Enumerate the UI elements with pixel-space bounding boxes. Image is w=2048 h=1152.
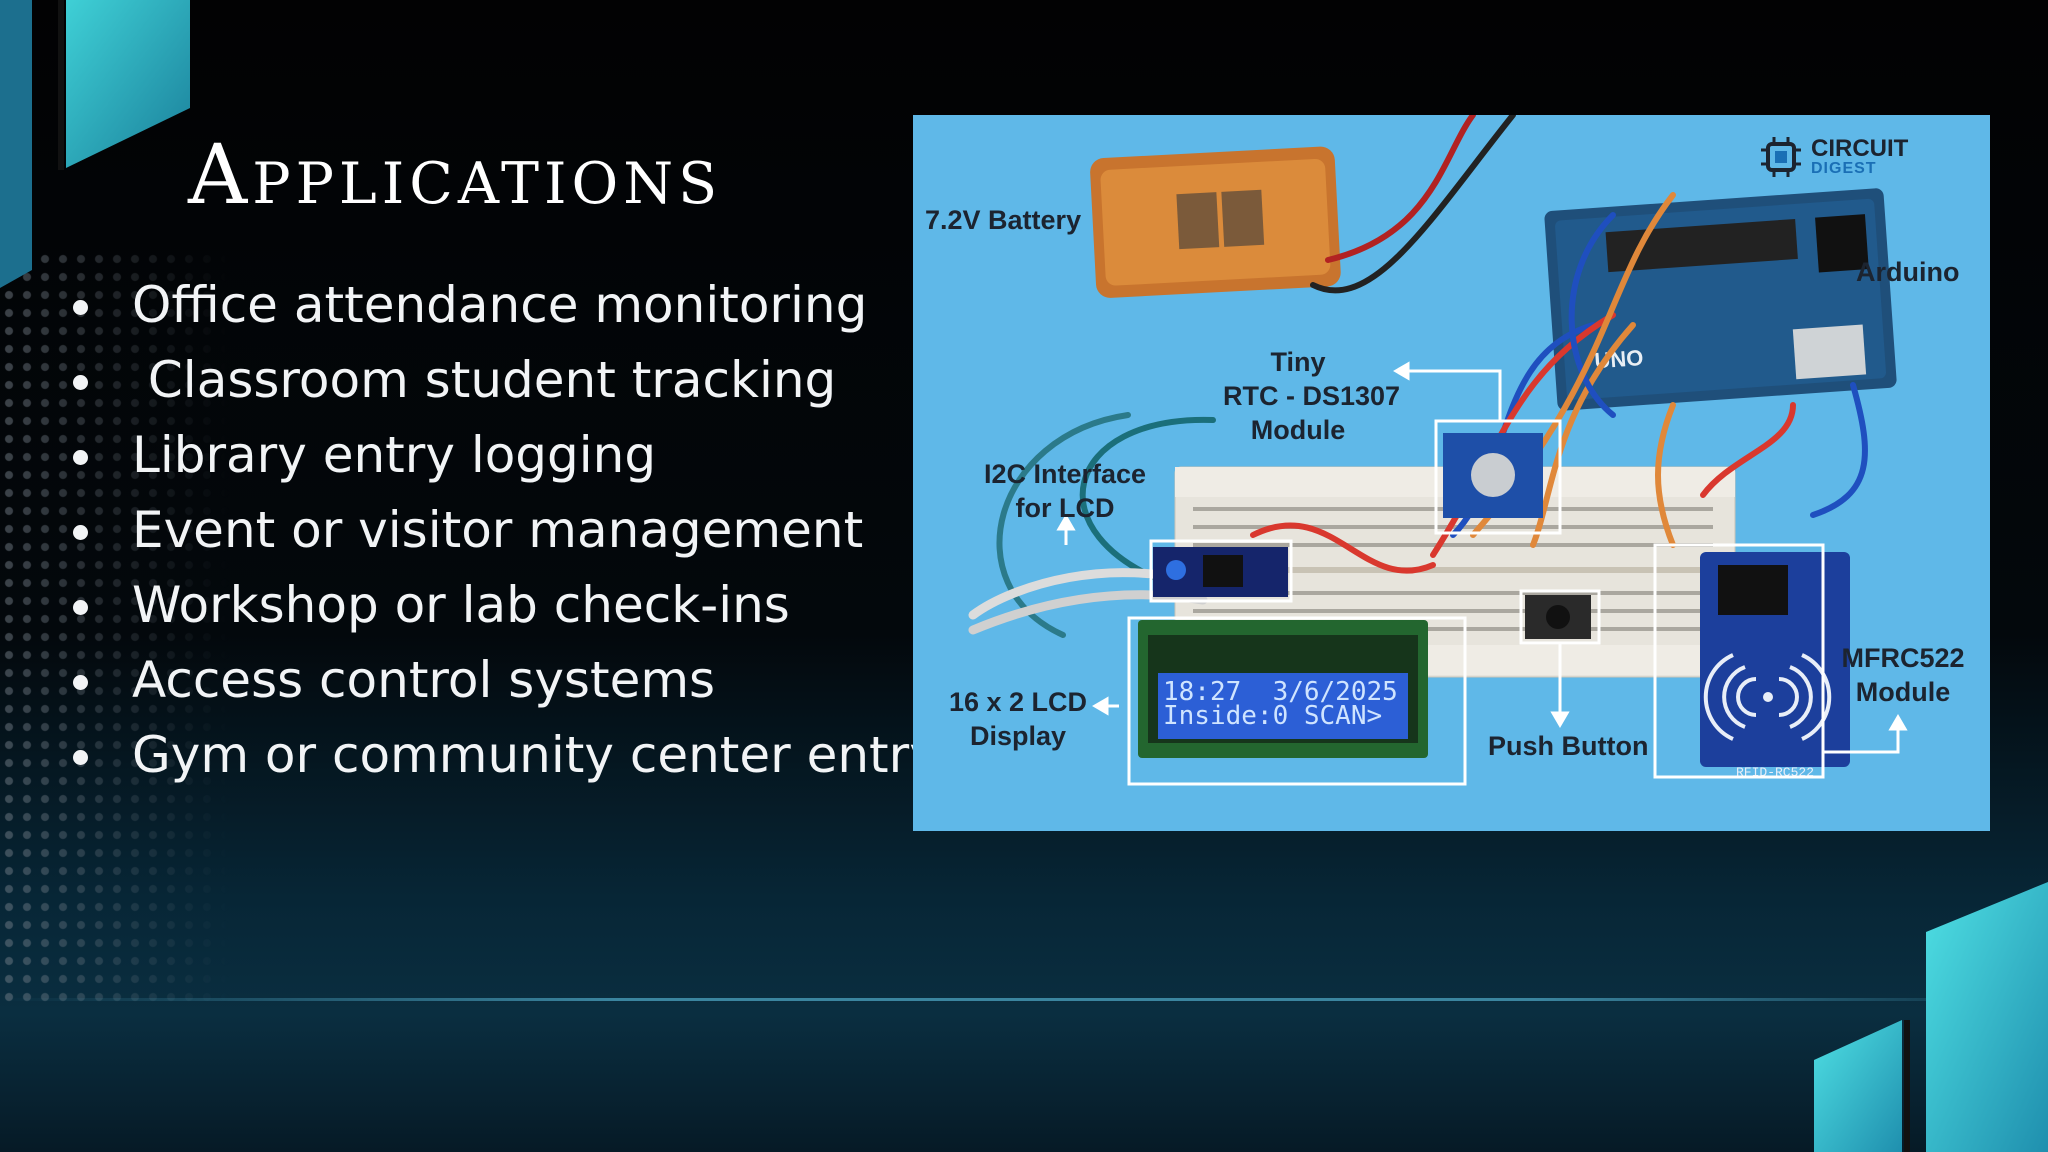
list-item-text: Classroom student tracking bbox=[132, 351, 837, 409]
list-item-text: Office attendance monitoring bbox=[132, 276, 868, 334]
list-item: Event or visitor management bbox=[70, 493, 939, 568]
label-mfrc-line-2: Module bbox=[1855, 677, 1951, 707]
bullet-dot bbox=[73, 449, 88, 465]
list-item: Gym or community center entry bbox=[70, 718, 939, 793]
label-rtc-line-1: Tiny bbox=[1270, 347, 1326, 377]
label-rtc-line-3: Module bbox=[1250, 415, 1346, 445]
i2c-highlight-box bbox=[1149, 539, 1293, 603]
list-item-text: Library entry logging bbox=[132, 426, 657, 484]
chip-icon bbox=[1761, 137, 1801, 177]
bullet-dot bbox=[73, 674, 88, 690]
label-lcd-line-2: Display bbox=[969, 721, 1067, 751]
rfid-highlight-box bbox=[1653, 543, 1825, 779]
label-mfrc522: MFRC522 Module bbox=[1838, 641, 1968, 709]
label-i2c-line-2: for LCD bbox=[1015, 493, 1115, 523]
label-push-button: Push Button bbox=[1488, 731, 1649, 761]
circuit-photo: UNO bbox=[913, 115, 1990, 831]
label-lcd-line-1: 16 x 2 LCD bbox=[948, 687, 1088, 717]
bottom-right-accent-shape bbox=[1814, 882, 2048, 1152]
list-item: Access control systems bbox=[70, 643, 939, 718]
label-arduino: Arduino bbox=[1856, 257, 1960, 287]
lcd-highlight-box bbox=[1127, 616, 1467, 786]
list-item-text: Workshop or lab check-ins bbox=[132, 576, 790, 634]
lcd-screen-text: 18:27 3/6/2025 Inside:0 SCAN> bbox=[1163, 677, 1398, 731]
lcd-line-1: 18:27 3/6/2025 bbox=[1163, 677, 1398, 707]
circuit-digest-logo: CIRCUIT DIGEST bbox=[1761, 135, 1909, 177]
dot-pattern-decoration bbox=[0, 250, 230, 1010]
label-rtc: Tiny RTC - DS1307 Module bbox=[1223, 345, 1401, 447]
label-battery: 7.2V Battery bbox=[925, 205, 1082, 235]
horizontal-glow-line bbox=[0, 998, 2048, 1001]
lcd-line-2: Inside:0 SCAN> bbox=[1163, 701, 1383, 731]
bullet-dot bbox=[73, 374, 88, 390]
applications-list: Office attendance monitoring Classroom s… bbox=[70, 268, 939, 793]
rtc-highlight-box bbox=[1434, 419, 1562, 535]
list-item: Library entry logging bbox=[70, 418, 939, 493]
list-item-text: Event or visitor management bbox=[132, 501, 864, 559]
bullet-dot bbox=[73, 599, 88, 615]
logo-line-1: CIRCUIT bbox=[1811, 135, 1909, 162]
list-item: Workshop or lab check-ins bbox=[70, 568, 939, 643]
label-i2c: I2C Interface for LCD bbox=[975, 457, 1155, 525]
list-item-text: Access control systems bbox=[132, 651, 716, 709]
label-i2c-line-1: I2C Interface bbox=[983, 459, 1147, 489]
label-mfrc-line-1: MFRC522 bbox=[1841, 643, 1965, 673]
list-item: Classroom student tracking bbox=[70, 343, 939, 418]
label-rtc-line-2: RTC - DS1307 bbox=[1223, 381, 1401, 411]
circuit-illustration: UNO bbox=[968, 115, 1908, 786]
label-lcd: 16 x 2 LCD Display bbox=[938, 685, 1098, 753]
list-item: Office attendance monitoring bbox=[70, 268, 939, 343]
bullet-dot bbox=[73, 749, 88, 765]
bullet-dot bbox=[73, 524, 88, 540]
logo-line-2: DIGEST bbox=[1811, 160, 1877, 177]
bullet-dot bbox=[73, 299, 88, 315]
top-left-accent-shape bbox=[0, 0, 190, 288]
list-item-text: Gym or community center entry bbox=[132, 726, 939, 784]
slide-title: Applications bbox=[188, 128, 723, 223]
